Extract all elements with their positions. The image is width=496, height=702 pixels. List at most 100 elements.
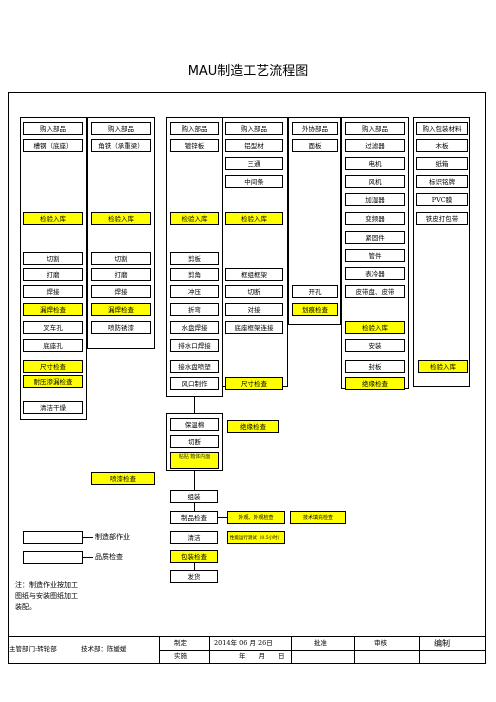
c1-process: 漏焊检查 xyxy=(23,303,83,316)
assembly-step: 制品检查 xyxy=(170,511,218,524)
flow-line xyxy=(194,563,195,570)
legend-manufacture: 制造部作业 xyxy=(95,533,130,541)
c6-item: 过滤器 xyxy=(345,139,405,152)
column-5-frame xyxy=(288,117,341,325)
c2-process: 焊接 xyxy=(91,285,151,298)
c2-process: 切割 xyxy=(91,252,151,265)
c4-check: 检验入库 xyxy=(225,212,283,225)
c6-process: 绝缘检查 xyxy=(345,377,405,390)
c6-item: 紧固件 xyxy=(345,231,405,244)
legend-line xyxy=(83,537,93,538)
c7-check: 检验入库 xyxy=(418,360,468,373)
c1-process: 打磨 xyxy=(23,268,83,281)
footer-review: 审核 xyxy=(374,639,387,647)
c3-process: 剪角 xyxy=(170,268,219,281)
insulation-frame xyxy=(166,413,223,471)
c7-item: 木板 xyxy=(416,139,468,152)
c2-process: 漏焊检查 xyxy=(91,303,151,316)
column-1-frame xyxy=(20,117,87,420)
c4-process: 切断 xyxy=(225,285,283,298)
flow-line xyxy=(194,471,195,490)
assembly-step: 组装 xyxy=(170,490,218,503)
c7-item: PVC膜 xyxy=(416,193,468,206)
footer-edit: 编制 xyxy=(434,639,450,648)
c3-item: 镀锌板 xyxy=(170,139,219,152)
c5-process: 划痕检查 xyxy=(292,303,338,316)
c4-process: 对接 xyxy=(225,303,283,316)
footer-date: 2014年 06 月 26日 xyxy=(214,639,273,647)
flow-line xyxy=(194,397,195,413)
legend-line xyxy=(83,557,93,558)
legend-manufacture-swatch xyxy=(23,531,83,544)
c4-item: 三通 xyxy=(225,157,283,170)
c4-item: 铝型材 xyxy=(225,139,283,152)
c7-item: 标识铭牌 xyxy=(416,175,468,188)
insulation-check: 绝缘检查 xyxy=(227,420,279,433)
footer-row-line xyxy=(159,650,486,651)
c7-item: 购入包装材料 xyxy=(416,122,468,135)
c2-item: 购入部品 xyxy=(91,122,151,135)
c6-check: 检验入库 xyxy=(345,321,405,334)
c1-item: 购入部品 xyxy=(23,122,83,135)
c6-item: 电机 xyxy=(345,157,405,170)
c6-item: 管件 xyxy=(345,249,405,262)
legend-quality-swatch xyxy=(23,551,83,564)
c4-process: 底座框架连接 xyxy=(225,321,283,334)
c4-dim-check: 尺寸检查 xyxy=(225,377,283,390)
footer-made: 制定 xyxy=(174,639,187,647)
c5-item: 外协部品 xyxy=(292,122,338,135)
insulation-step: 切断 xyxy=(170,435,219,448)
c3-item: 购入部品 xyxy=(170,122,219,135)
product-check-appearance: 外观、外观检查 xyxy=(227,511,285,524)
assembly-step: 包装检查 xyxy=(170,550,218,563)
c2-process: 喷防锈漆 xyxy=(91,321,151,334)
c6-item: 变频器 xyxy=(345,212,405,225)
c2-check: 检验入库 xyxy=(91,212,151,225)
c4-process: 框组框架 xyxy=(225,268,283,281)
c3-process: 折弯 xyxy=(170,303,219,316)
flow-line xyxy=(218,517,227,518)
c6-item: 风机 xyxy=(345,175,405,188)
c5-process: 开孔 xyxy=(292,285,338,298)
footer-date2: 年 月 日 xyxy=(239,652,285,660)
c3-process: 剪板 xyxy=(170,252,219,265)
c3-process: 水盘焊接 xyxy=(170,321,219,334)
insulation-paste: 粘贴 箱体内面 xyxy=(170,452,219,469)
c6-process: 安装 xyxy=(345,339,405,352)
c6-item: 表冷器 xyxy=(345,267,405,280)
spray-check: 喷漆检查 xyxy=(91,472,155,485)
assembly-step: 发货 xyxy=(170,570,218,583)
c1-process: 叉车孔 xyxy=(23,321,83,334)
legend-quality: 品质检查 xyxy=(95,553,123,561)
c1-process: 焊接 xyxy=(23,285,83,298)
c4-item: 中间条 xyxy=(225,175,283,188)
c6-item: 加湿器 xyxy=(345,193,405,206)
c3-process: 风口制作 xyxy=(170,377,219,390)
note-text: 注：制造作业按加工图纸与安装图纸加工装配。 xyxy=(15,581,78,611)
insulation-step: 保温棉 xyxy=(170,418,219,431)
c1-process: 耐压渗漏检查 xyxy=(23,375,83,388)
c1-process: 尺寸检查 xyxy=(23,360,83,373)
c2-process: 打磨 xyxy=(91,268,151,281)
product-check-performance: 性能运行测试（0.5小时） xyxy=(227,531,285,544)
footer-dept: 主管部门:转轮部 xyxy=(9,645,57,653)
c3-process: 冲压 xyxy=(170,285,219,298)
footer-tech: 技术部：陈媛媛 xyxy=(81,645,127,653)
footer-table: 主管部门:转轮部 技术部：陈媛媛 制定 实施 2014年 06 月 26日 年 … xyxy=(8,637,486,664)
page-title: MAU制造工艺流程图 xyxy=(187,64,309,79)
c3-check: 检验入库 xyxy=(170,212,219,225)
c1-process: 清洁干燥 xyxy=(23,401,83,414)
product-check-tech: 技术填充检查 xyxy=(290,511,346,524)
column-7-frame xyxy=(413,117,470,387)
c7-item: 纸箱 xyxy=(416,157,468,170)
c4-item: 购入部品 xyxy=(225,122,283,135)
c6-process: 封板 xyxy=(345,360,405,373)
c6-item: 购入部品 xyxy=(345,122,405,135)
c3-process: 排水口焊接 xyxy=(170,339,219,352)
assembly-step: 清洁 xyxy=(170,531,218,544)
c7-item: 铁皮打包带 xyxy=(416,212,468,225)
c6-item: 皮带盘、皮带 xyxy=(345,285,405,298)
c2-item: 角铁（承重梁） xyxy=(91,139,151,152)
footer-approve: 批准 xyxy=(314,639,327,647)
flow-line xyxy=(194,503,195,511)
